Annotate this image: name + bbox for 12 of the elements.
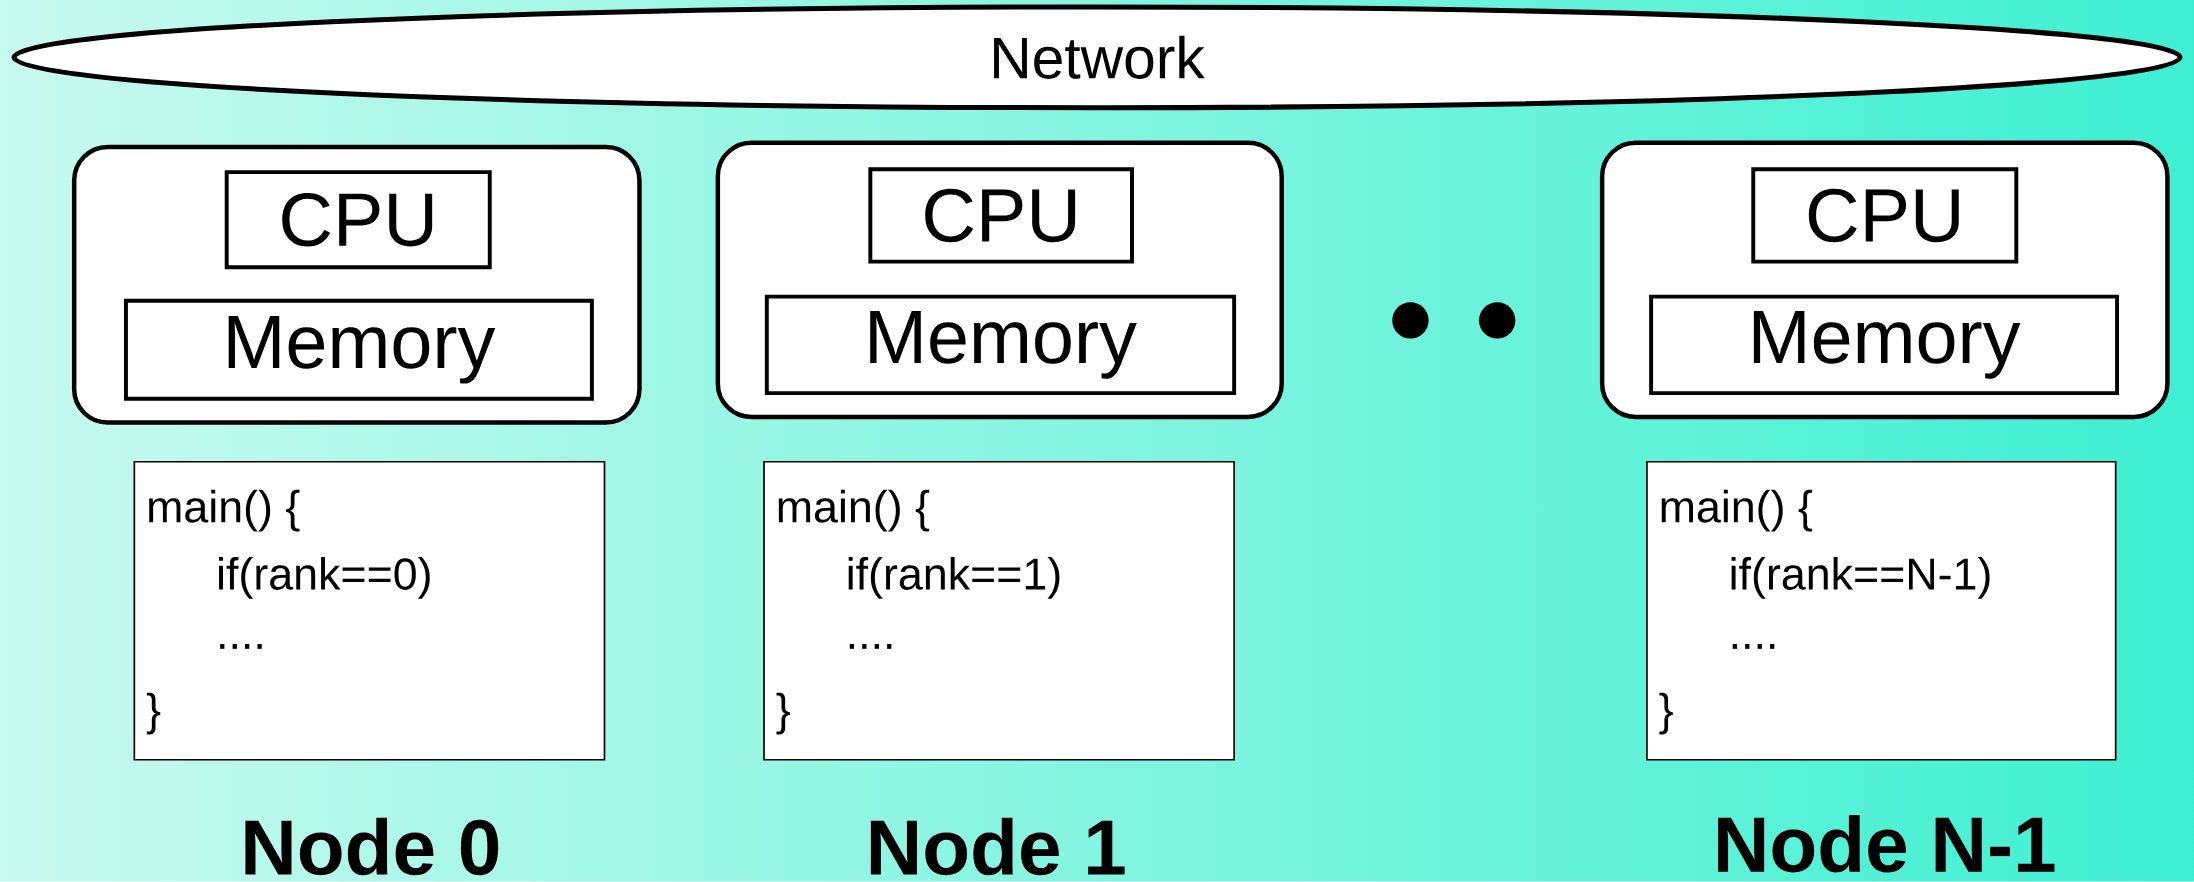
component-box: CPU <box>868 167 1134 264</box>
component-box: CPU <box>1751 167 2019 264</box>
node-label: Node 0 <box>245 818 499 876</box>
code-box: main() { if(rank==N-1) .... } <box>1646 461 2117 761</box>
component-box: Memory <box>764 294 1237 396</box>
node-label: Node 1 <box>870 818 1125 876</box>
code-box: main() { if(rank==1) .... } <box>763 461 1235 761</box>
component-box: Memory <box>124 299 594 401</box>
node-label: Node N-1 <box>1718 815 2055 873</box>
component-box: Memory <box>1649 294 2119 396</box>
component-box: CPU <box>224 170 492 270</box>
code-box: main() { if(rank==0) .... } <box>133 461 606 761</box>
